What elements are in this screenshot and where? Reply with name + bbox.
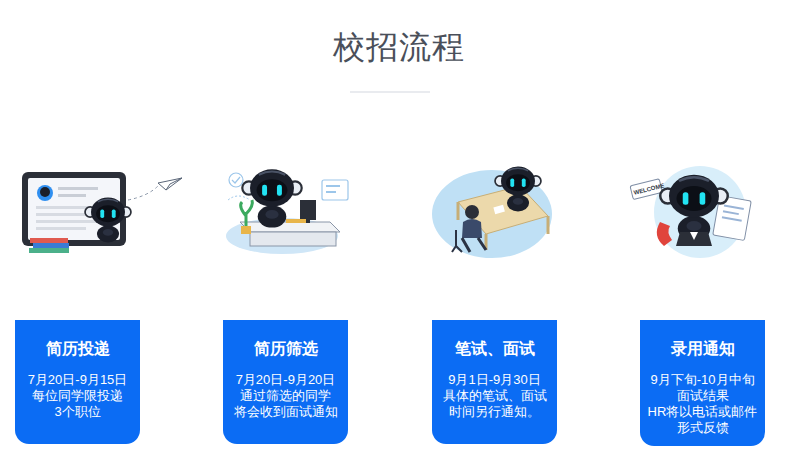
step-heading: 笔试、面试 <box>437 338 552 360</box>
step-text: 9月1日-9月30日 具体的笔试、面试 时间另行通知。 <box>437 372 552 420</box>
step-box: 录用通知 9月下旬-10月中旬 面试结果 HR将以电话或邮件 形式反馈 <box>640 320 765 446</box>
step-heading: 简历筛选 <box>228 338 343 360</box>
step-text: 7月20日-9月15日 每位同学限投递 3个职位 <box>20 372 135 420</box>
step-box: 简历投递 7月20日-9月15日 每位同学限投递 3个职位 <box>15 320 140 444</box>
step-box: 简历筛选 7月20日-9月20日 通过筛选的同学 将会收到面试通知 <box>223 320 348 444</box>
step-heading: 简历投递 <box>20 338 135 360</box>
step-text: 7月20日-9月20日 通过筛选的同学 将会收到面试通知 <box>228 372 343 420</box>
diagram-title: 校招流程 <box>0 26 798 70</box>
step-box: 笔试、面试 9月1日-9月30日 具体的笔试、面试 时间另行通知。 <box>432 320 557 444</box>
step-heading: 录用通知 <box>645 338 760 360</box>
step-text: 9月下旬-10月中旬 面试结果 HR将以电话或邮件 形式反馈 <box>645 372 760 436</box>
